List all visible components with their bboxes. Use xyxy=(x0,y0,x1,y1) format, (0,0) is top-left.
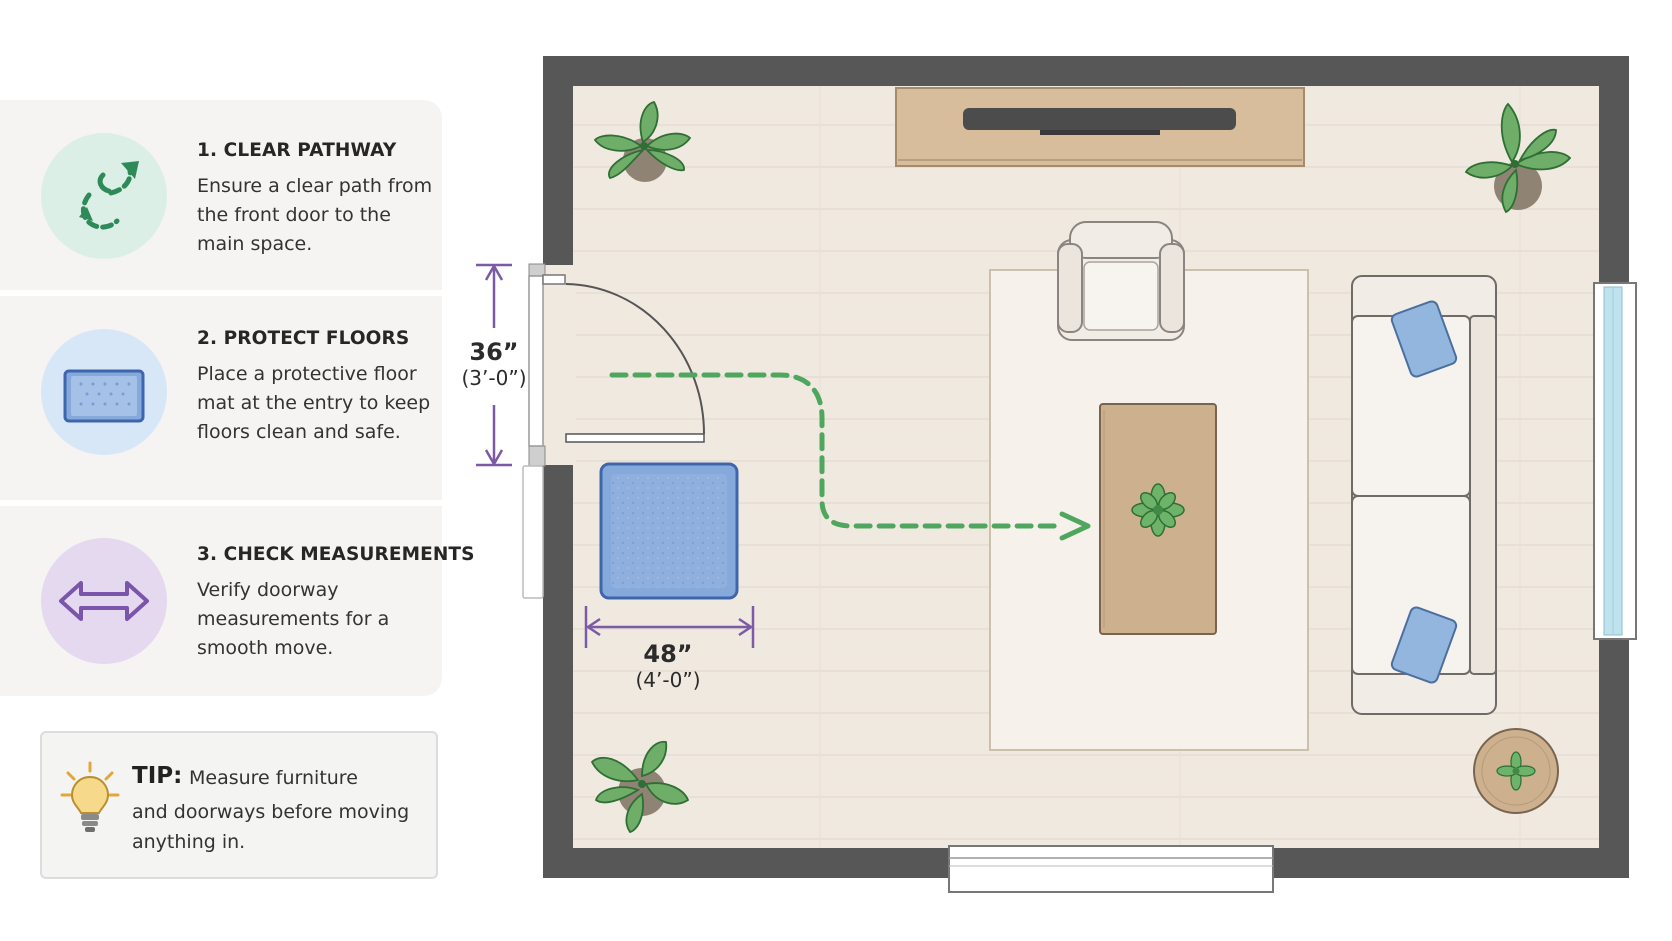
door-leaf xyxy=(565,433,705,443)
entry-floor-mat xyxy=(599,462,739,600)
door-swing-arc xyxy=(565,283,705,435)
step-title: 1. CLEAR PATHWAY xyxy=(197,140,397,161)
lightbulb-icon xyxy=(60,761,120,832)
tip-box: TIP: Measure furniture and doorways befo… xyxy=(40,731,438,879)
tip-text-continued: and doorways before moving anything in. xyxy=(132,801,410,853)
exterior-panel xyxy=(522,465,544,599)
sofa xyxy=(1351,275,1497,715)
succulent-plant-icon xyxy=(1131,483,1185,537)
side-table xyxy=(1473,728,1559,814)
step-title: 3. CHECK MEASUREMENTS xyxy=(197,544,475,565)
step-protect-floors: 2. PROTECT FLOORS Place a protective flo… xyxy=(0,296,442,500)
tip-text: Measure furniture xyxy=(189,767,358,789)
card-divider xyxy=(0,290,442,296)
floor-mat-icon xyxy=(41,329,167,455)
step-check-measurements: 3. CHECK MEASUREMENTS Verify doorway mea… xyxy=(0,506,474,696)
potted-plant-icon xyxy=(1464,102,1572,214)
mat-dimension-inches: 48” xyxy=(643,640,693,668)
potted-plant-icon xyxy=(590,741,690,834)
door-frame xyxy=(528,275,544,447)
window-bottom xyxy=(948,845,1274,893)
door-dimension-feet: (3’-0”) xyxy=(461,366,527,390)
instruction-cards-panel: 1. CLEAR PATHWAY Ensure a clear path fro… xyxy=(0,100,474,696)
mat-dimension-feet: (4’-0”) xyxy=(635,668,701,692)
door-dimension-label: 36” (3’-0”) xyxy=(456,338,532,390)
double-arrow-icon xyxy=(41,538,167,664)
step-title: 2. PROTECT FLOORS xyxy=(197,328,410,349)
card-divider xyxy=(0,500,442,506)
mat-dimension-label: 48” (4’-0”) xyxy=(618,640,718,692)
tip-label: TIP: xyxy=(132,763,183,789)
television xyxy=(963,108,1236,130)
step-clear-pathway: 1. CLEAR PATHWAY Ensure a clear path fro… xyxy=(0,100,442,290)
door-dimension-inches: 36” xyxy=(469,338,519,366)
step-description: Verify doorway measurements for a smooth… xyxy=(197,579,390,659)
throw-pillow xyxy=(1390,606,1458,684)
armchair xyxy=(1057,221,1185,341)
throw-pillow xyxy=(1390,300,1458,378)
mat-dimension-line xyxy=(584,606,755,648)
step-description: Ensure a clear path from the front door … xyxy=(197,175,433,255)
circular-arrows-icon xyxy=(41,133,167,259)
step-description: Place a protective floor mat at the entr… xyxy=(197,363,431,443)
door-dimension-line xyxy=(476,263,512,467)
clear-pathway-arrow xyxy=(609,372,1063,529)
potted-plant-icon xyxy=(593,100,692,182)
pathway-arrowhead xyxy=(1059,511,1091,541)
